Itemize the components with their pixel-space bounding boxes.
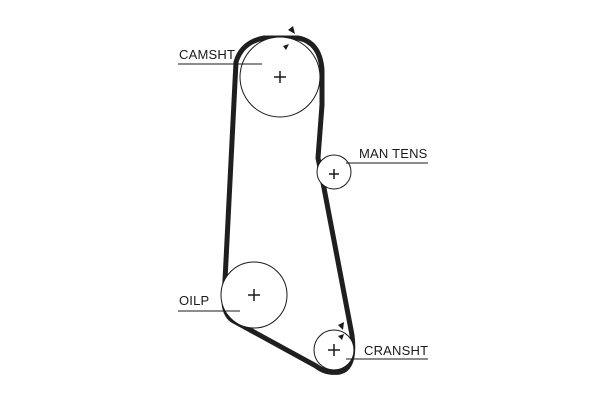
tensioner-pulley bbox=[316, 154, 352, 190]
crankshaft-pulley bbox=[313, 329, 355, 371]
oil-pump-label: OILP bbox=[179, 293, 209, 308]
tensioner-label: MAN TENS bbox=[359, 146, 428, 161]
oil-pump-pulley bbox=[220, 261, 288, 329]
camshaft-label: CAMSHT bbox=[179, 47, 235, 62]
camshaft-pulley bbox=[239, 36, 321, 118]
crankshaft-timing-mark-icon bbox=[338, 322, 344, 340]
camshaft-timing-mark-icon bbox=[283, 26, 295, 50]
crankshaft-label: CRANSHT bbox=[364, 343, 428, 358]
